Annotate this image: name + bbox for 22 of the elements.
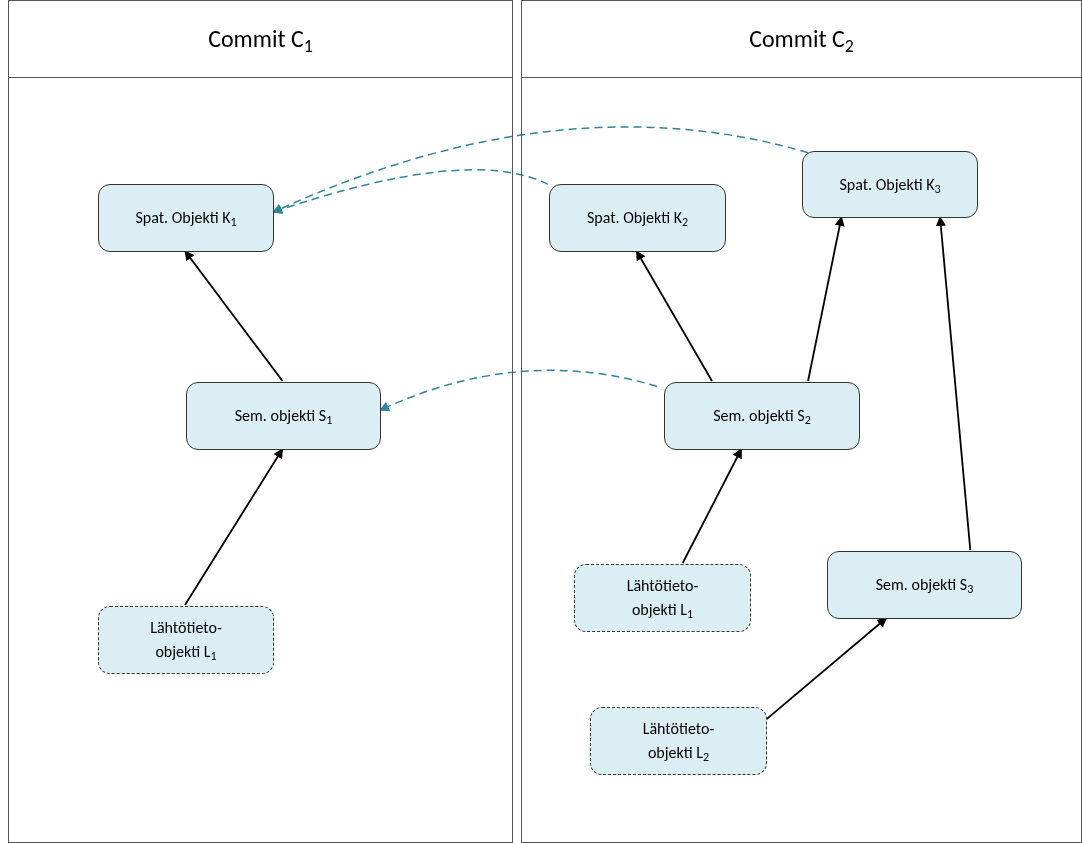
dashed-arrow — [379, 369, 658, 412]
object-box: Spat. Objekti K$_{1}$ — [98, 184, 274, 252]
arrow — [807, 216, 845, 382]
object-box: Sem. objekti S$_{1}$ — [186, 382, 381, 450]
source-object-box: Lähtötieto-objekti L$_{1}$ — [574, 564, 751, 632]
dashed-arrow — [272, 126, 809, 214]
object-box: Spat. Objekti K$_{3}$ — [802, 151, 978, 218]
source-object-box: Lähtötieto-objekti L$_{2}$ — [590, 707, 767, 775]
swimlane-panel — [8, 0, 513, 843]
arrow — [681, 448, 743, 564]
object-box: Spat. Objekti K$_{2}$ — [549, 184, 726, 252]
object-box: Sem. objekti S$_{3}$ — [827, 551, 1022, 619]
swimlane-panel — [521, 0, 1082, 843]
arrow — [935, 216, 972, 551]
arrow — [184, 448, 284, 606]
lane-header: Commit C$_{1}$ — [9, 1, 512, 78]
arrow — [765, 617, 888, 721]
source-object-box: Lähtötieto-objekti L$_{1}$ — [98, 606, 274, 674]
arrow — [184, 250, 284, 382]
object-box: Sem. objekti S$_{2}$ — [664, 382, 860, 450]
lane-header: Commit C$_{2}$ — [522, 1, 1081, 78]
arrow — [635, 250, 713, 382]
